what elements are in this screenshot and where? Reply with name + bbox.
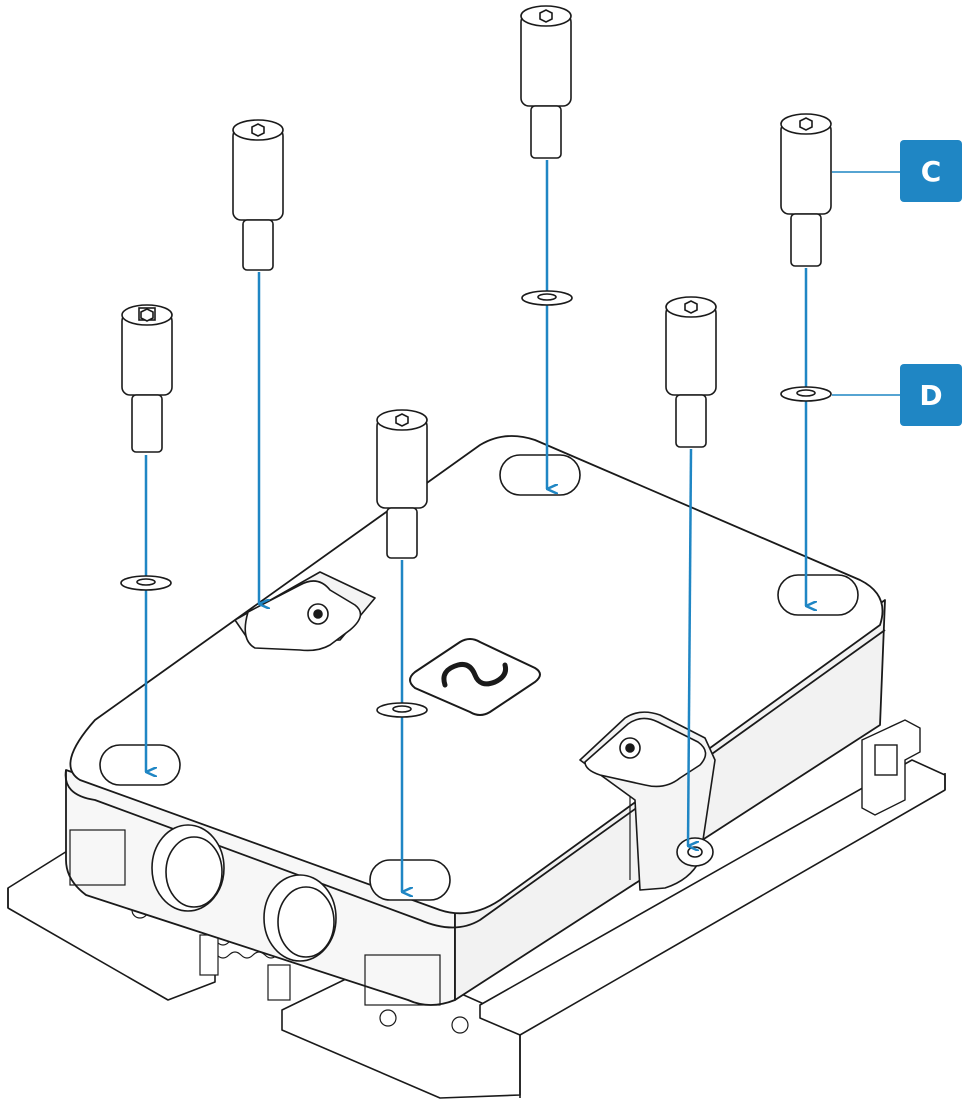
callout-d-label: D	[900, 364, 962, 426]
hole-back-right	[777, 574, 859, 616]
callout-c-label: C	[900, 140, 962, 202]
water-block	[64, 435, 886, 1006]
washer-icon	[521, 290, 573, 306]
standoff-screw-icon	[232, 119, 284, 271]
screws	[121, 5, 832, 559]
washers	[120, 290, 832, 718]
standoff-screw-icon	[520, 5, 572, 159]
standoff-screw-icon	[665, 296, 717, 448]
bracket-clip-left	[234, 571, 376, 652]
block-front-face	[65, 769, 456, 1006]
ports	[151, 824, 337, 962]
standoff-screw-icon	[780, 113, 832, 267]
standoff-screw-icon	[121, 304, 173, 453]
callout-leaders	[832, 171, 900, 396]
arrows	[144, 160, 806, 892]
hole-front-left	[99, 744, 181, 786]
down-arrow-icon	[686, 448, 691, 846]
standoff-screw-icon	[376, 409, 428, 559]
washer-icon	[780, 386, 832, 402]
hole-front-right	[369, 859, 451, 901]
washer-icon	[120, 575, 172, 591]
side-clip	[861, 719, 921, 816]
mounting-holes	[99, 454, 859, 901]
washer-icon	[376, 702, 428, 718]
hole-back-center	[499, 454, 581, 496]
alphacool-logo-icon	[409, 638, 541, 716]
bracket-clip-right	[579, 711, 716, 891]
